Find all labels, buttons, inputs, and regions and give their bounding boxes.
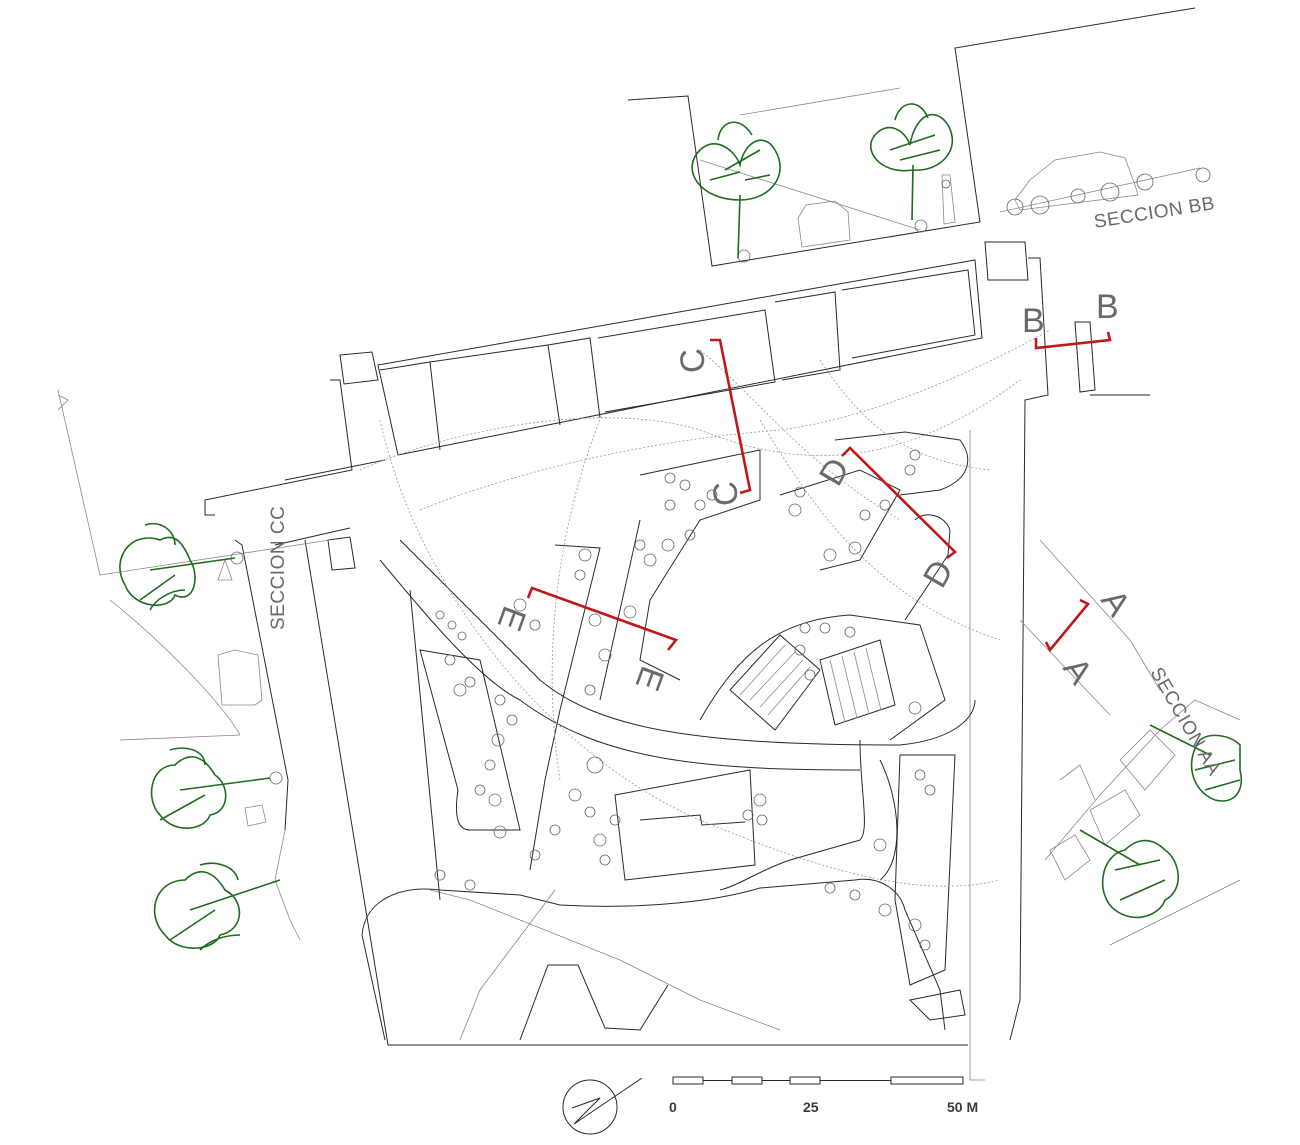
- section-aa-label: SECCION AA: [1146, 664, 1225, 779]
- scale-bar: 0 25 50 M: [669, 1076, 978, 1115]
- marker-c-top: C: [673, 347, 713, 375]
- planting-circles: [434, 449, 936, 951]
- scale-tick-50: 50 M: [947, 1099, 978, 1115]
- section-aa-drawing: SECCION AA: [1044, 664, 1242, 946]
- section-cut-lines: [526, 331, 1112, 653]
- section-bb-drawing: SECCION BB: [627, 7, 1216, 267]
- plaza-hatch: [729, 634, 896, 731]
- section-cc-label: SECCION CC: [268, 506, 289, 630]
- tree-icon: [869, 103, 954, 221]
- park-outline: [304, 536, 968, 1046]
- tree-icon: [153, 862, 281, 951]
- marker-c-bottom: C: [706, 480, 746, 508]
- section-bb-label: SECCION BB: [1092, 193, 1216, 233]
- marker-e-left: E: [490, 601, 533, 635]
- section-line-a: [1044, 598, 1091, 653]
- marker-d-top: D: [812, 452, 857, 492]
- scale-tick-25: 25: [803, 1099, 819, 1115]
- street-edges: [204, 257, 1161, 1081]
- section-line-b: [1034, 331, 1112, 350]
- marker-b-right: B: [1096, 288, 1119, 326]
- building-strip: [339, 241, 1096, 456]
- tree-icon: [150, 747, 271, 829]
- section-markers: B B C C D D E E A A: [490, 288, 1138, 696]
- section-cc-drawing: SECCION CC: [57, 389, 331, 951]
- tree-icon: [1079, 829, 1179, 919]
- tree-icon: [691, 121, 781, 259]
- marker-e-right: E: [628, 661, 671, 695]
- scale-tick-0: 0: [669, 1099, 677, 1115]
- tree-icon: [119, 523, 236, 611]
- marker-b-left: B: [1022, 302, 1045, 340]
- tree-icon: [1149, 724, 1242, 802]
- section-line-e: [526, 586, 679, 651]
- marker-a-top: A: [1093, 583, 1137, 624]
- marker-d-bottom: D: [916, 554, 961, 594]
- north-arrow-icon: [562, 1077, 643, 1135]
- section-line-d: [841, 446, 957, 560]
- marker-a-bottom: A: [1055, 651, 1099, 692]
- section-line-c: [710, 338, 752, 495]
- dotted-guides: [359, 329, 1051, 887]
